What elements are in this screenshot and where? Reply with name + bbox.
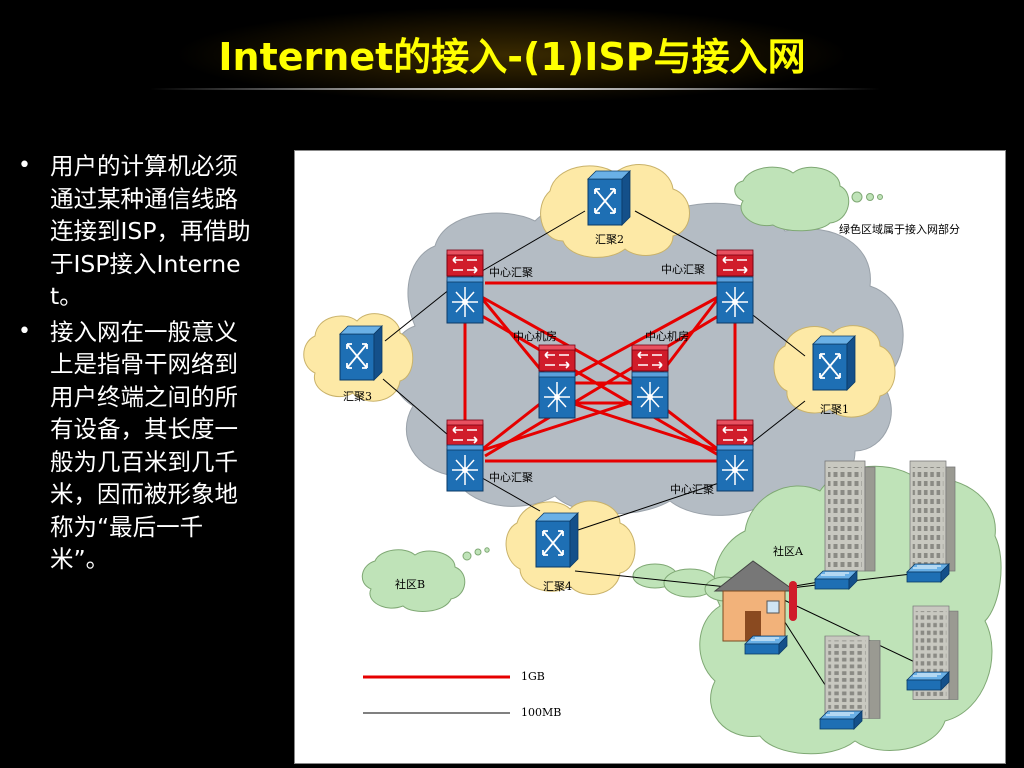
- core-label: 中心汇聚: [489, 471, 533, 484]
- hub-switch-icon: [339, 325, 383, 381]
- router-icon: [446, 249, 484, 277]
- bullet-dot: •: [18, 153, 31, 178]
- legend-100mb-label: 100MB: [521, 706, 562, 719]
- access-switch-icon: [906, 671, 950, 691]
- community-b-cloud: [361, 549, 466, 612]
- hub4-label: 汇聚4: [543, 580, 572, 593]
- community-b-label: 社区B: [395, 578, 426, 591]
- access-network-note: 绿色区域属于接入网部分: [839, 223, 960, 236]
- router-icon: [538, 344, 576, 372]
- house-icon: [713, 560, 797, 642]
- room-label: 中心机房: [645, 330, 689, 343]
- access-switch-icon: [906, 563, 950, 583]
- title-divider: [150, 88, 880, 90]
- hub-switch-icon: [535, 512, 579, 568]
- hub-switch-icon: [812, 335, 856, 391]
- bullet-list: • 用户的计算机必须通过某种通信线路连接到ISP，再借助于ISP接入Intern…: [10, 150, 280, 579]
- building-icon: [909, 460, 956, 572]
- bullet-item: • 用户的计算机必须通过某种通信线路连接到ISP，再借助于ISP接入Intern…: [10, 150, 280, 313]
- room-label: 中心机房: [513, 330, 557, 343]
- hub2-label: 汇聚2: [595, 233, 624, 246]
- bullet-dot: •: [18, 318, 31, 344]
- access-switch-icon: [744, 635, 788, 655]
- community-a-label: 社区A: [773, 545, 803, 558]
- hub1-label: 汇聚1: [820, 403, 849, 416]
- hub-switch-icon: [587, 170, 631, 226]
- bullet-text: 接入网在一般意义上是指骨干网络到用户终端之间的所有设备，其长度一般为几百米到几千…: [50, 317, 238, 574]
- router-icon: [446, 419, 484, 447]
- access-switch-icon: [814, 570, 858, 590]
- building-icon: [824, 635, 881, 719]
- hub3-label: 汇聚3: [343, 390, 372, 403]
- router-icon: [716, 249, 754, 277]
- network-diagram: 汇聚2 汇聚3 汇聚1 汇聚4 中心汇聚 中心汇聚 中心汇聚 中心汇聚 中心机房…: [294, 150, 1006, 764]
- 1gb-links: [463, 281, 737, 463]
- access-cloud-top: [734, 166, 850, 232]
- access-switch-icon: [819, 710, 863, 730]
- core-switch-icon: [538, 371, 576, 419]
- diagram-canvas: [303, 164, 1002, 755]
- title-glow: [0, 0, 1024, 105]
- router-icon: [716, 419, 754, 447]
- bullet-item: • 接入网在一般意义上是指骨干网络到用户终端之间的所有设备，其长度一般为几百米到…: [10, 316, 280, 576]
- core-label: 中心汇聚: [661, 263, 705, 276]
- slide-title: Internet的接入-(1)ISP与接入网: [218, 35, 806, 79]
- router-icon: [631, 344, 669, 372]
- core-label: 中心汇聚: [670, 483, 714, 496]
- core-switch-icon: [716, 276, 754, 324]
- core-switch-icon: [631, 371, 669, 419]
- building-icon: [824, 460, 876, 572]
- core-label: 中心汇聚: [489, 266, 533, 279]
- legend-1gb-label: 1GB: [521, 670, 545, 683]
- core-switch-icon: [446, 276, 484, 324]
- core-switch-icon: [716, 444, 754, 492]
- bullet-text: 用户的计算机必须通过某种通信线路连接到ISP，再借助于ISP接入Internet…: [50, 152, 251, 310]
- core-switch-icon: [446, 444, 484, 492]
